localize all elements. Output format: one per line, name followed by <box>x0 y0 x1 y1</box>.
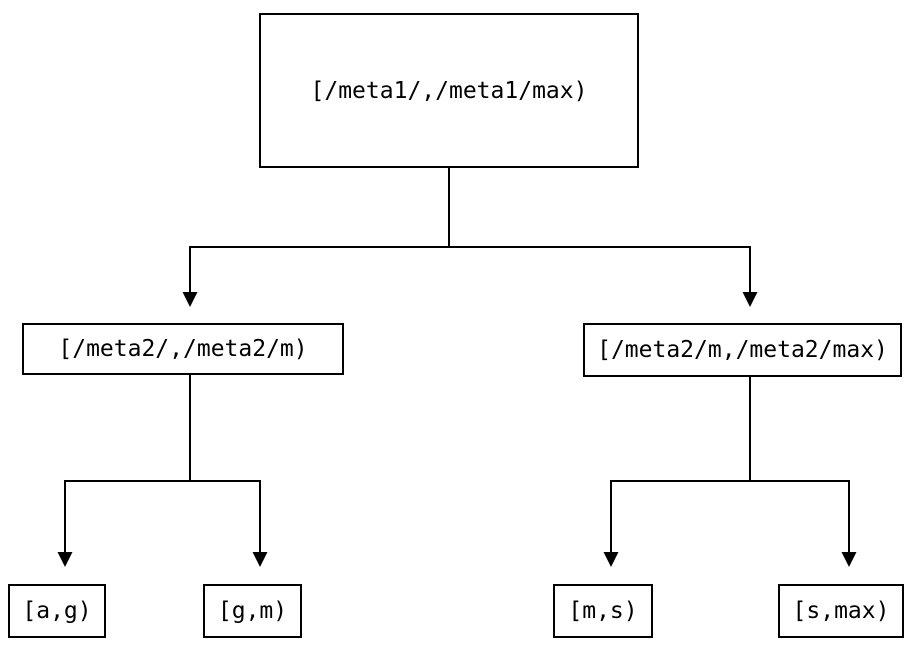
node-left-child-label: [/meta2/,/meta2/m) <box>58 336 308 362</box>
arrowhead-right-leaf-ms-icon <box>603 552 619 567</box>
node-leaf-ag-label: [a,g) <box>22 598 92 624</box>
node-right-child-label: [/meta2/m,/meta2/max) <box>597 337 888 363</box>
edge-root-right <box>448 168 751 293</box>
node-leaf-smax-label: [s,max) <box>792 598 890 624</box>
node-leaf-gm-label: [g,m) <box>217 598 288 624</box>
node-left-child: [/meta2/,/meta2/m) <box>22 323 344 375</box>
arrowhead-root-left-icon <box>182 292 198 307</box>
edge-left-leaf-gm <box>189 375 261 553</box>
edge-left-leaf-ag <box>64 375 191 553</box>
arrowhead-left-leaf-gm-icon <box>252 552 268 567</box>
node-leaf-ms-label: [m,s) <box>568 598 638 624</box>
node-right-child: [/meta2/m,/meta2/max) <box>583 323 902 377</box>
node-leaf-gm: [g,m) <box>203 584 302 638</box>
arrowhead-root-right-icon <box>742 292 758 307</box>
node-root-label: [/meta1/,/meta1/max) <box>310 77 588 104</box>
edge-right-leaf-smax <box>749 377 850 553</box>
node-leaf-ms: [m,s) <box>553 584 653 638</box>
edge-right-leaf-ms <box>610 377 751 553</box>
node-root: [/meta1/,/meta1/max) <box>259 13 639 168</box>
node-leaf-ag: [a,g) <box>8 584 106 638</box>
edge-root-left <box>189 168 450 293</box>
arrowhead-right-leaf-smax-icon <box>841 552 857 567</box>
arrowhead-left-leaf-ag-icon <box>57 552 73 567</box>
node-leaf-smax: [s,max) <box>778 584 904 638</box>
